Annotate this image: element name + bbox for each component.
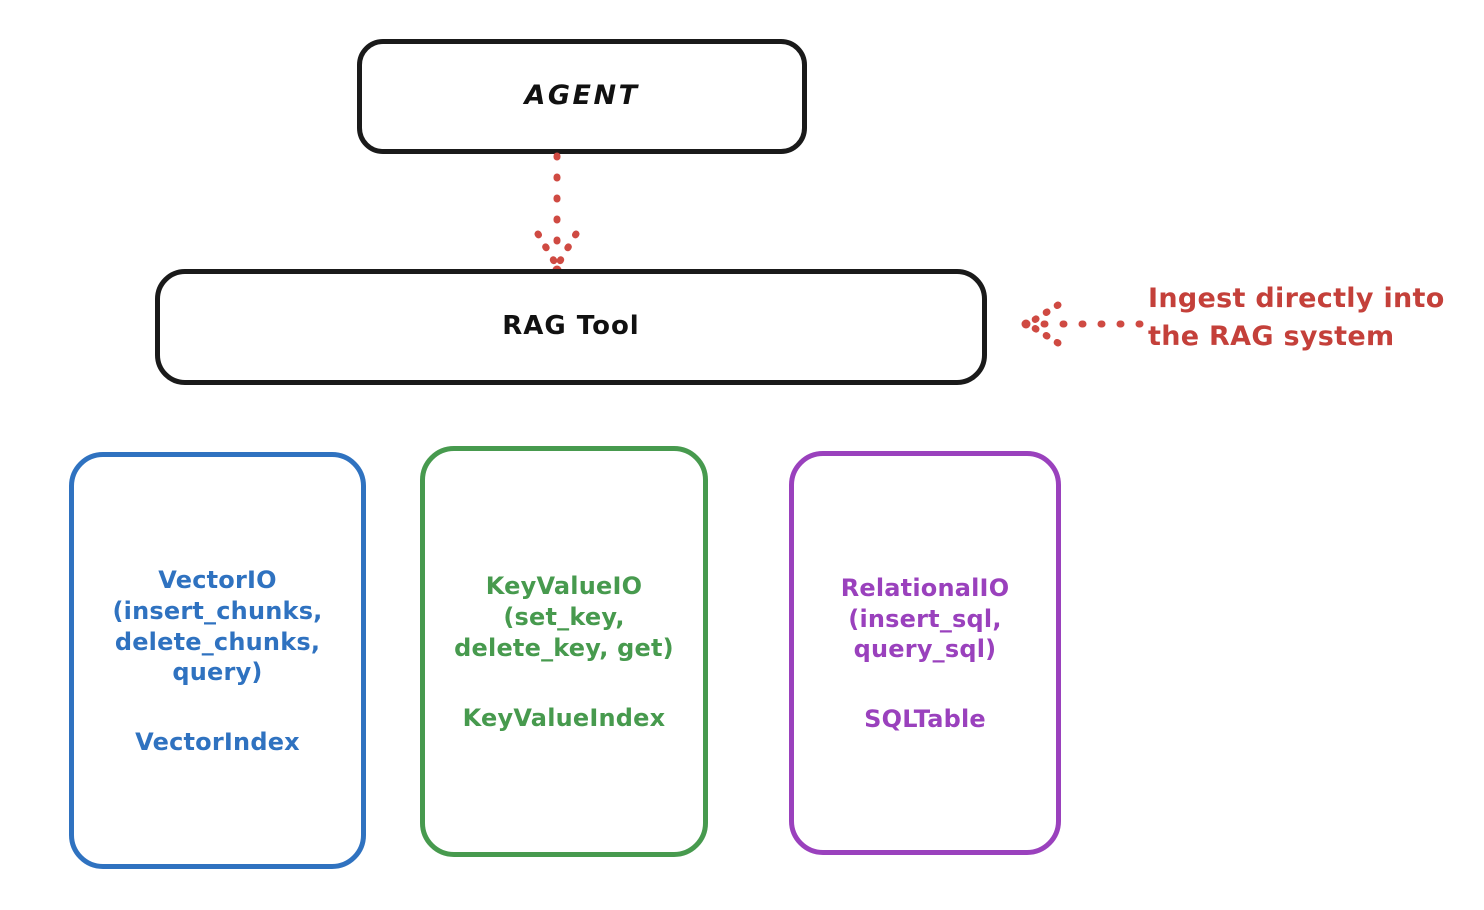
key-value-io-node-label: KeyValueIO (set_key, delete_key, get) — [454, 572, 674, 662]
agent-node[interactable]: AGENT — [357, 39, 807, 154]
rag-tool-node[interactable]: RAG Tool — [155, 269, 987, 385]
key-value-io-node[interactable]: KeyValueIO (set_key, delete_key, get) Ke… — [420, 446, 708, 857]
agent-to-rag-connector — [534, 152, 580, 275]
vector-io-node[interactable]: VectorIO (insert_chunks, delete_chunks, … — [69, 452, 366, 869]
relational-io-node[interactable]: RelationalIO (insert_sql, query_sql) SQL… — [789, 451, 1061, 855]
relational-io-node-label: RelationalIO (insert_sql, query_sql) — [840, 573, 1010, 664]
ingest-arrow-connector — [1021, 301, 1144, 347]
vector-index-label: VectorIndex — [135, 727, 300, 756]
vector-io-node-label: VectorIO (insert_chunks, delete_chunks, … — [112, 566, 323, 687]
rag-tool-node-label: RAG Tool — [502, 311, 640, 342]
key-value-index-label: KeyValueIndex — [462, 703, 666, 732]
ingest-annotation-text: Ingest directly into the RAG system — [1148, 283, 1445, 353]
sql-table-label: SQLTable — [864, 705, 986, 734]
agent-node-label: AGENT — [524, 80, 640, 112]
